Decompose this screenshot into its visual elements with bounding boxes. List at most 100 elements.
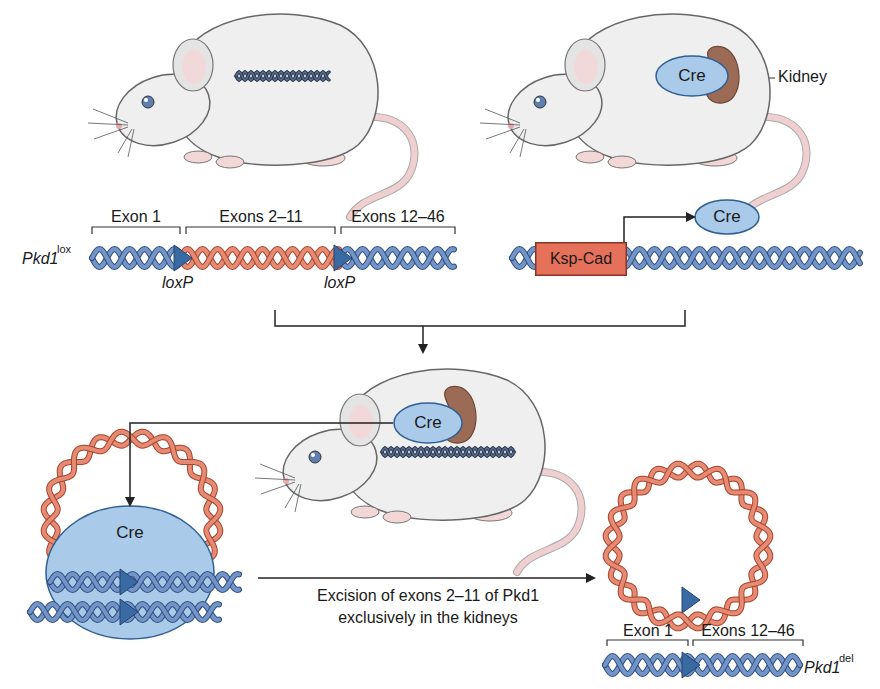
mouse-eye <box>309 451 321 463</box>
part-label: loxP <box>324 273 355 292</box>
merge-line <box>275 310 685 326</box>
exon-bracket <box>693 640 803 646</box>
part-label: Exons 12–46 <box>351 207 444 226</box>
part-label: Pkd1 <box>22 249 58 268</box>
dna-strand <box>512 249 860 267</box>
dna-strand <box>180 249 339 267</box>
mouse-whisker <box>255 478 295 480</box>
loxp-triangle <box>174 245 192 271</box>
mouse-whisker <box>260 464 295 478</box>
part-label: Exon 1 <box>623 621 673 640</box>
dna-strand <box>382 448 514 456</box>
mouse-ear-inner <box>349 405 373 439</box>
dna-strand <box>512 249 860 267</box>
node-label: Cre <box>116 523 143 543</box>
cre-enzyme: Cre <box>45 505 215 640</box>
dna-strand <box>30 604 219 620</box>
plasmid-strand-edge <box>606 464 771 629</box>
dna-strand-edge <box>92 249 179 267</box>
mouse-eye-highlight <box>311 453 315 457</box>
mouse-ear-inner <box>574 50 598 84</box>
dna-strand-edge <box>236 72 329 80</box>
mouse-whisker <box>480 123 520 125</box>
part-label: Pkd1 <box>804 658 840 677</box>
exon-bracket <box>186 227 335 234</box>
dna-strand <box>236 72 329 80</box>
cre-enzyme: Cre <box>393 402 463 444</box>
dna-strand-edge <box>236 72 329 80</box>
plasmid-strand-edge <box>606 464 771 629</box>
mouse-illustration <box>480 14 807 217</box>
part-label: Exon 1 <box>111 207 161 226</box>
mouse-ear <box>173 39 213 91</box>
part-label: Kidney <box>778 67 827 86</box>
dna-strand-edge <box>340 249 454 267</box>
mouse-nose <box>508 123 514 129</box>
mouse-illustration <box>255 369 582 572</box>
plasmid-strand <box>606 464 771 629</box>
part-label: loxP <box>162 273 193 292</box>
mouse-whisker <box>88 123 128 125</box>
node-label: Cre <box>713 207 740 227</box>
cre-ellipse <box>46 506 214 639</box>
part-label: Exons 12–46 <box>701 621 794 640</box>
mouse-whisker <box>128 129 134 157</box>
loxp-triangle <box>120 569 138 595</box>
dna-strand-edge <box>382 448 514 456</box>
mouse-eye <box>534 96 546 108</box>
dna-strand-edge <box>30 604 219 620</box>
exon-bracket <box>92 227 180 234</box>
part-label: Exons 2–11 <box>219 207 302 226</box>
mouse-eye <box>142 96 154 108</box>
loxp-triangle <box>682 587 700 613</box>
node-label: Cre <box>414 413 441 433</box>
dna-strand-edge <box>50 574 239 590</box>
mouse-whisker <box>485 109 520 123</box>
dna-strand-edge <box>30 604 219 620</box>
dna-strand-edge <box>92 249 179 267</box>
loxp-triangle <box>682 652 700 678</box>
mouse-ear <box>565 39 605 91</box>
dna-strand-edge <box>180 249 339 267</box>
mouse-foot <box>576 151 604 163</box>
connector-arrow <box>624 217 694 242</box>
dna-strand <box>236 72 329 80</box>
dna-strand <box>340 249 454 267</box>
dna-strand-edge <box>512 249 860 267</box>
dna-strand-edge <box>340 249 454 267</box>
mouse-whisker <box>94 127 128 139</box>
cre-ellipse <box>656 56 728 96</box>
connector-arrow <box>130 423 393 505</box>
promoter-rect <box>536 243 627 276</box>
cre-enzyme: Cre <box>694 199 760 235</box>
dna-strand-edge <box>512 249 860 267</box>
mouse-foot <box>216 156 244 168</box>
mouse-ear <box>340 394 380 446</box>
mouse-foot <box>184 151 212 163</box>
part-label: lox <box>57 243 71 256</box>
dna-strand-edge <box>605 656 800 674</box>
mouse-foot <box>383 511 411 523</box>
dna-strand-edge <box>180 249 339 267</box>
dna-strand <box>605 656 800 674</box>
exon-bracket <box>341 227 455 234</box>
mouse-nose <box>116 123 122 129</box>
mouse-whisker <box>486 127 520 139</box>
dna-strand <box>340 249 454 267</box>
generated-art <box>44 14 860 678</box>
mouse-eye-highlight <box>536 98 540 102</box>
dna-strand-edge <box>382 448 514 456</box>
mouse-whisker <box>261 482 295 494</box>
part-label: del <box>839 652 854 665</box>
mouse-whisker <box>295 484 301 512</box>
dna-strand <box>382 448 514 456</box>
plasmid-strand <box>606 464 771 629</box>
cre-ellipse <box>394 403 462 443</box>
mouse-ear-inner <box>182 50 206 84</box>
exon-bracket <box>607 640 688 646</box>
mouse-whisker <box>93 109 128 123</box>
process-arrow <box>258 577 594 579</box>
mouse-foot <box>608 156 636 168</box>
